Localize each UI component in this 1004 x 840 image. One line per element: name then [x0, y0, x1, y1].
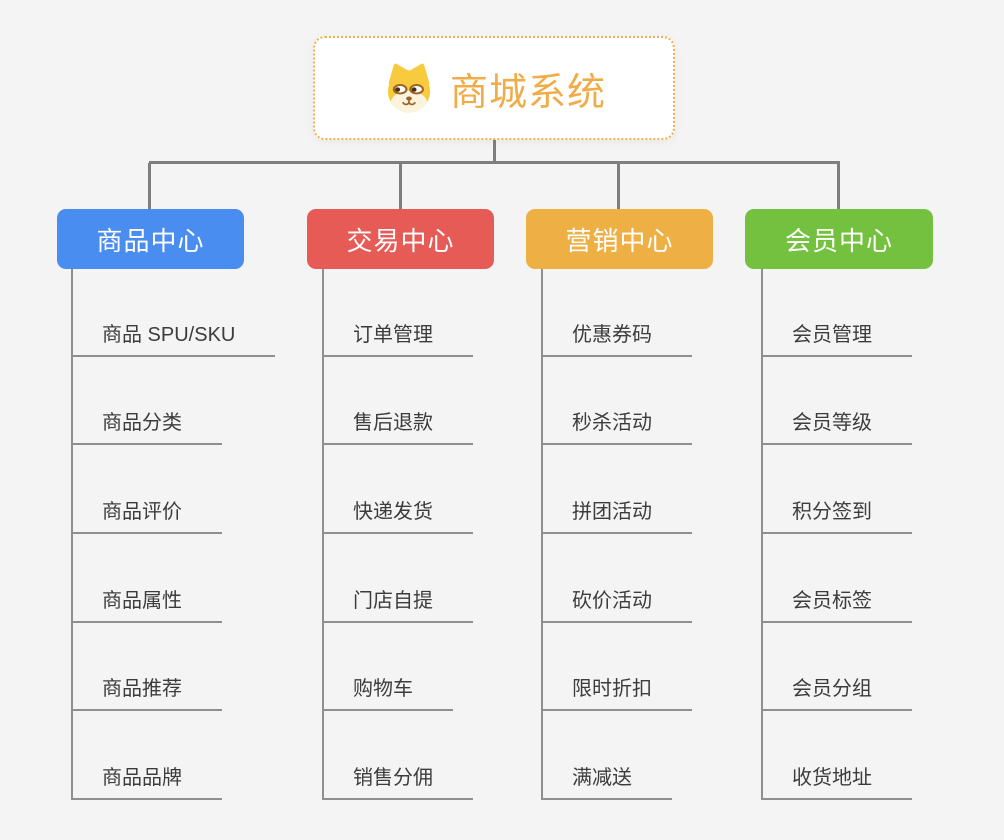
tree-item-label[interactable]: 商品评价: [71, 495, 222, 535]
branch-label: 交易中心: [346, 225, 455, 256]
tree-item-label[interactable]: 购物车: [322, 672, 453, 712]
tree-item-label[interactable]: 秒杀活动: [541, 406, 692, 446]
tree-item: 会员等级: [761, 357, 912, 446]
branch-connector-horizontal: [149, 161, 840, 164]
branch-items-trade-center: 订单管理 售后退款 快递发货 门店自提 购物车 销售分佣: [322, 268, 473, 801]
shiba-dog-icon: [382, 61, 436, 115]
tree-item-label[interactable]: 会员分组: [761, 672, 912, 712]
tree-item-label[interactable]: 会员标签: [761, 584, 912, 623]
tree-item: 购物车: [322, 623, 473, 712]
branch-node-marketing-center[interactable]: 营销中心: [526, 209, 713, 269]
tree-item: 拼团活动: [541, 445, 692, 535]
tree-item-label[interactable]: 优惠券码: [541, 318, 692, 357]
tree-item-label[interactable]: 会员管理: [761, 318, 912, 357]
branch-label: 营销中心: [565, 225, 674, 256]
branch-items-product-center: 商品 SPU/SKU 商品分类 商品评价 商品属性 商品推荐 商品品牌: [71, 268, 276, 801]
tree-item: 快递发货: [322, 445, 473, 535]
tree-item: 秒杀活动: [541, 357, 692, 446]
tree-item: 会员分组: [761, 623, 912, 712]
tree-item: 砍价活动: [541, 534, 692, 623]
tree-item: 售后退款: [322, 357, 473, 446]
branch-label: 会员中心: [784, 225, 893, 256]
tree-item: 商品属性: [71, 534, 275, 623]
tree-item-label[interactable]: 售后退款: [322, 406, 473, 446]
tree-item: 门店自提: [322, 534, 473, 623]
tree-item: 商品品牌: [71, 711, 275, 801]
tree-item-label[interactable]: 门店自提: [322, 584, 473, 623]
tree-item-label[interactable]: 快递发货: [322, 495, 473, 535]
tree-item: 商品分类: [71, 357, 275, 446]
connector-drop: [837, 163, 840, 211]
branch-label: 商品中心: [96, 225, 205, 256]
connector-drop: [399, 163, 402, 211]
tree-item: 商品 SPU/SKU: [71, 268, 276, 357]
tree-item-label[interactable]: 满减送: [541, 761, 672, 801]
tree-item: 限时折扣: [541, 623, 692, 712]
tree-item-label[interactable]: 拼团活动: [541, 495, 692, 535]
tree-item-label[interactable]: 商品分类: [71, 406, 222, 446]
tree-item-label[interactable]: 商品属性: [71, 584, 222, 623]
tree-item-label[interactable]: 限时折扣: [541, 672, 692, 712]
tree-item: 优惠券码: [541, 268, 692, 357]
tree-item-label[interactable]: 收货地址: [761, 761, 912, 801]
tree-item-label[interactable]: 订单管理: [322, 318, 473, 357]
branch-node-member-center[interactable]: 会员中心: [745, 209, 933, 269]
tree-item: 会员管理: [761, 268, 912, 357]
root-node-mall-system[interactable]: 商城系统: [313, 36, 675, 140]
tree-item: 商品推荐: [71, 623, 275, 712]
tree-item: 积分签到: [761, 445, 912, 535]
root-connector-stub: [493, 140, 496, 163]
connector-drop: [148, 163, 151, 211]
tree-item-label[interactable]: 商品品牌: [71, 761, 222, 801]
branch-items-marketing-center: 优惠券码 秒杀活动 拼团活动 砍价活动 限时折扣 满减送: [541, 268, 692, 801]
tree-item-label[interactable]: 砍价活动: [541, 584, 692, 623]
tree-item-label[interactable]: 积分签到: [761, 495, 912, 535]
branch-items-member-center: 会员管理 会员等级 积分签到 会员标签 会员分组 收货地址: [761, 268, 912, 801]
branch-node-product-center[interactable]: 商品中心: [57, 209, 244, 269]
connector-drop: [617, 163, 620, 211]
tree-item-label[interactable]: 商品推荐: [71, 672, 222, 712]
branch-node-trade-center[interactable]: 交易中心: [307, 209, 494, 269]
tree-item: 商品评价: [71, 445, 275, 535]
tree-item: 订单管理: [322, 268, 473, 357]
tree-item: 收货地址: [761, 711, 912, 801]
root-title: 商城系统: [449, 71, 606, 114]
tree-item-label[interactable]: 会员等级: [761, 406, 912, 446]
tree-item: 销售分佣: [322, 711, 473, 801]
tree-item-label[interactable]: 销售分佣: [322, 761, 473, 801]
tree-item: 会员标签: [761, 534, 912, 623]
tree-item: 满减送: [541, 711, 692, 801]
tree-item-label[interactable]: 商品 SPU/SKU: [71, 318, 276, 357]
